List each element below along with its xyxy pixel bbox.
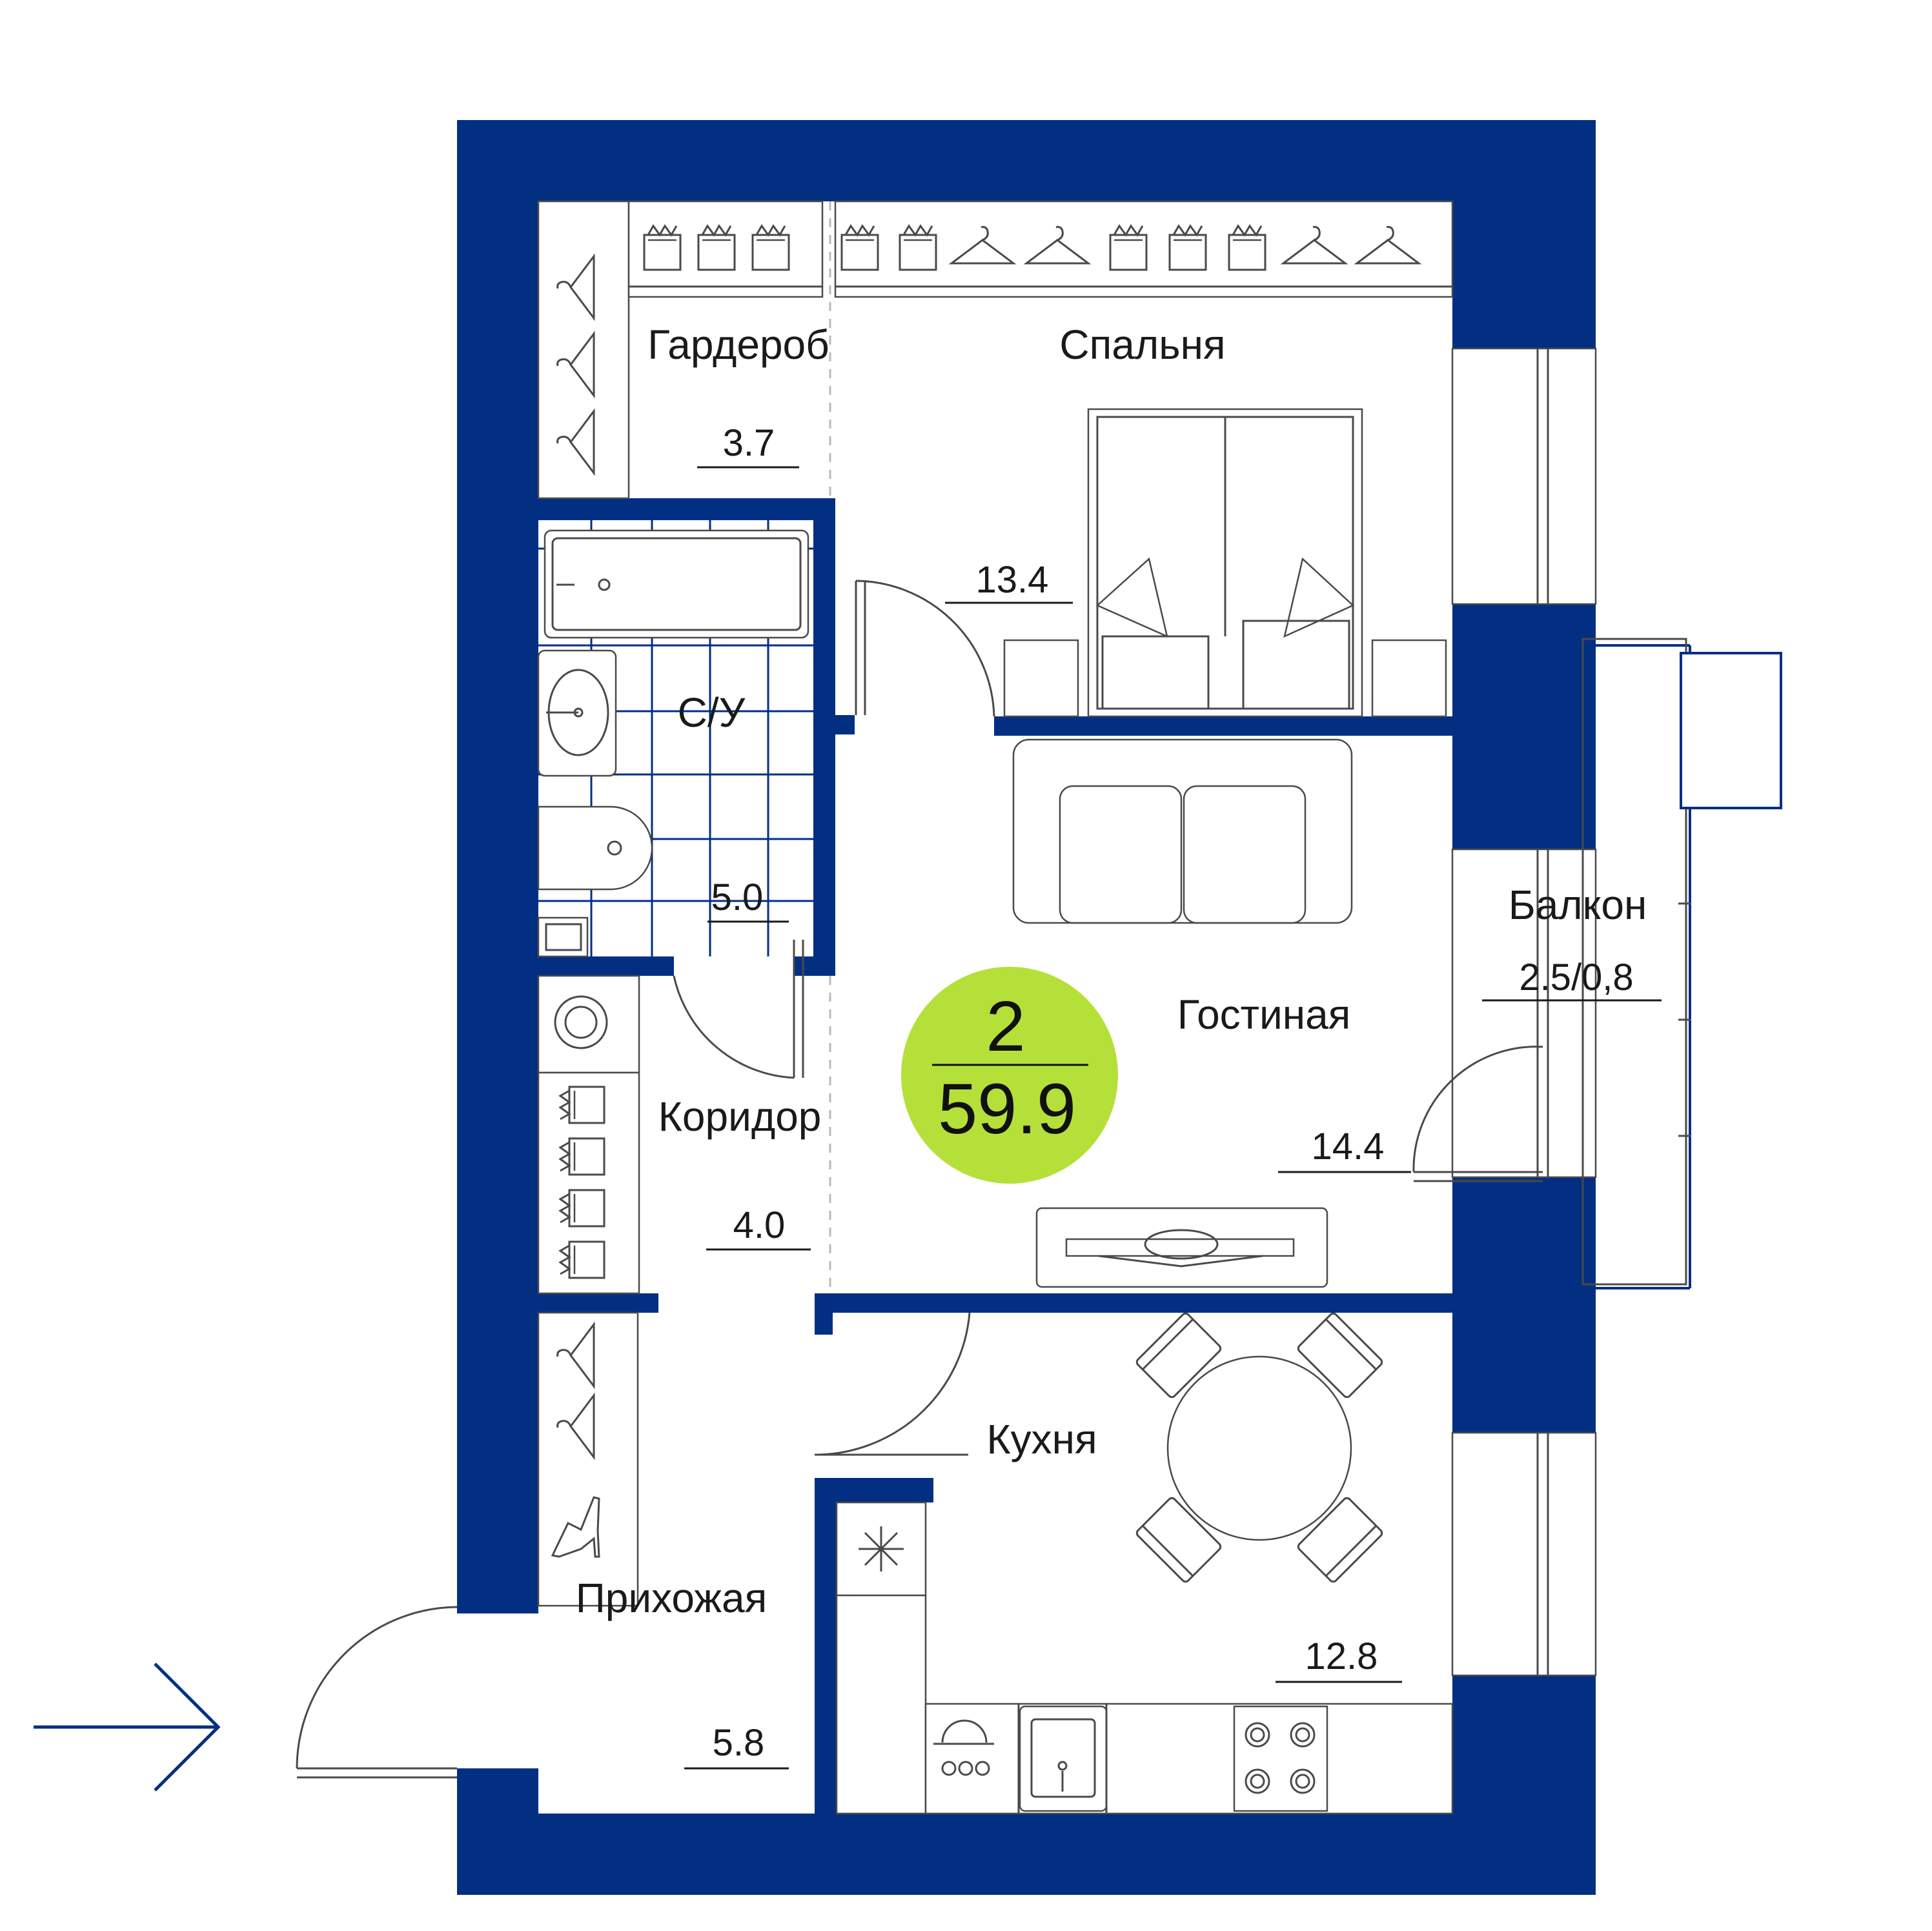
wall-kitchen-top (815, 1293, 1452, 1313)
balcony (1581, 638, 1782, 1289)
door-balcony (1412, 1046, 1543, 1182)
wall-right-top (1452, 120, 1596, 349)
nightstand-right (1371, 639, 1447, 718)
toilet (537, 805, 653, 891)
wall-left-upper (457, 120, 538, 1613)
door-bedroom (855, 580, 995, 717)
wall-kitchen-left (815, 1478, 837, 1814)
wall-bath-right (813, 498, 835, 976)
hall-closet (537, 1311, 639, 1607)
sink (537, 649, 617, 777)
entrance-arrow-icon (34, 1663, 221, 1792)
wall-right-pier-2 (1452, 1177, 1596, 1433)
apartment-badge: 2 59.9 (901, 967, 1118, 1184)
room-name-living: Гостиная (1177, 991, 1351, 1038)
badge-rooms: 2 (986, 987, 1025, 1066)
wall-bath-stub (835, 715, 855, 734)
tv-stand (1035, 1207, 1328, 1288)
corridor-closet (537, 975, 640, 1295)
room-name-balcony: Балкон (1509, 882, 1647, 928)
dining-set (1134, 1311, 1385, 1584)
room-area-balcony: 2.5/0,8 (1519, 956, 1633, 998)
stove (1233, 1705, 1328, 1812)
sofa (1012, 738, 1353, 924)
nightstand-left (1003, 639, 1079, 718)
room-area-corridor: 4.0 (733, 1204, 786, 1246)
wall-kitchen-stub (815, 1293, 833, 1335)
door-entrance (296, 1606, 458, 1779)
badge-circle (901, 967, 1118, 1184)
door-hall-kitchen (814, 1312, 971, 1456)
room-area-hall: 5.8 (713, 1722, 765, 1764)
wall-bedroom-bottom (994, 716, 1452, 736)
room-area-wardrobe: 3.7 (723, 422, 775, 464)
room-area-bathroom: 5.0 (711, 876, 764, 918)
bathtub (544, 529, 809, 639)
badge-total-area: 59.9 (938, 1069, 1076, 1149)
room-area-kitchen: 12.8 (1305, 1635, 1378, 1677)
wall-top (457, 120, 1596, 201)
wall-bottom (457, 1814, 1596, 1895)
wall-right-bottom (1452, 1675, 1596, 1895)
wall-corridor-stub (538, 1293, 658, 1313)
wall-entrance-top (457, 1768, 538, 1814)
window-kitchen (1451, 1431, 1597, 1677)
wall-right-pier-1 (1452, 604, 1596, 849)
room-name-hall: Прихожая (576, 1575, 768, 1621)
kitchen-counter (835, 1501, 1454, 1815)
room-area-bedroom: 13.4 (976, 559, 1049, 601)
room-name-wardrobe: Гардероб (647, 321, 829, 368)
wall-bath-bottom-right (794, 956, 835, 976)
window-living (1451, 848, 1597, 1178)
window-bedroom (1451, 347, 1597, 605)
room-labels: Гардероб 3.7 Спальня 13.4 С/У 5.0 Гостин… (576, 321, 1662, 1770)
shoe-icon (551, 1496, 600, 1558)
dining-table (1166, 1355, 1352, 1541)
room-name-corridor: Коридор (658, 1093, 822, 1140)
wall-kitchen-ledge (815, 1478, 933, 1502)
balcony-box (1680, 652, 1782, 809)
dishwasher (933, 1719, 994, 1776)
bed (1087, 408, 1363, 718)
room-name-bedroom: Спальня (1059, 321, 1225, 368)
fan-icon (859, 1526, 904, 1572)
room-area-living: 14.4 (1312, 1126, 1385, 1168)
kitchen-sink (1019, 1705, 1108, 1812)
door-bathroom (673, 940, 804, 1079)
wall-bath-bottom-left (538, 956, 674, 976)
wardrobe-shelves (537, 200, 1454, 500)
room-name-bathroom: С/У (678, 689, 746, 736)
room-name-kitchen: Кухня (986, 1416, 1097, 1462)
wall-bath-top (538, 498, 835, 520)
walls (457, 120, 1596, 1895)
windows (1451, 347, 1597, 1677)
